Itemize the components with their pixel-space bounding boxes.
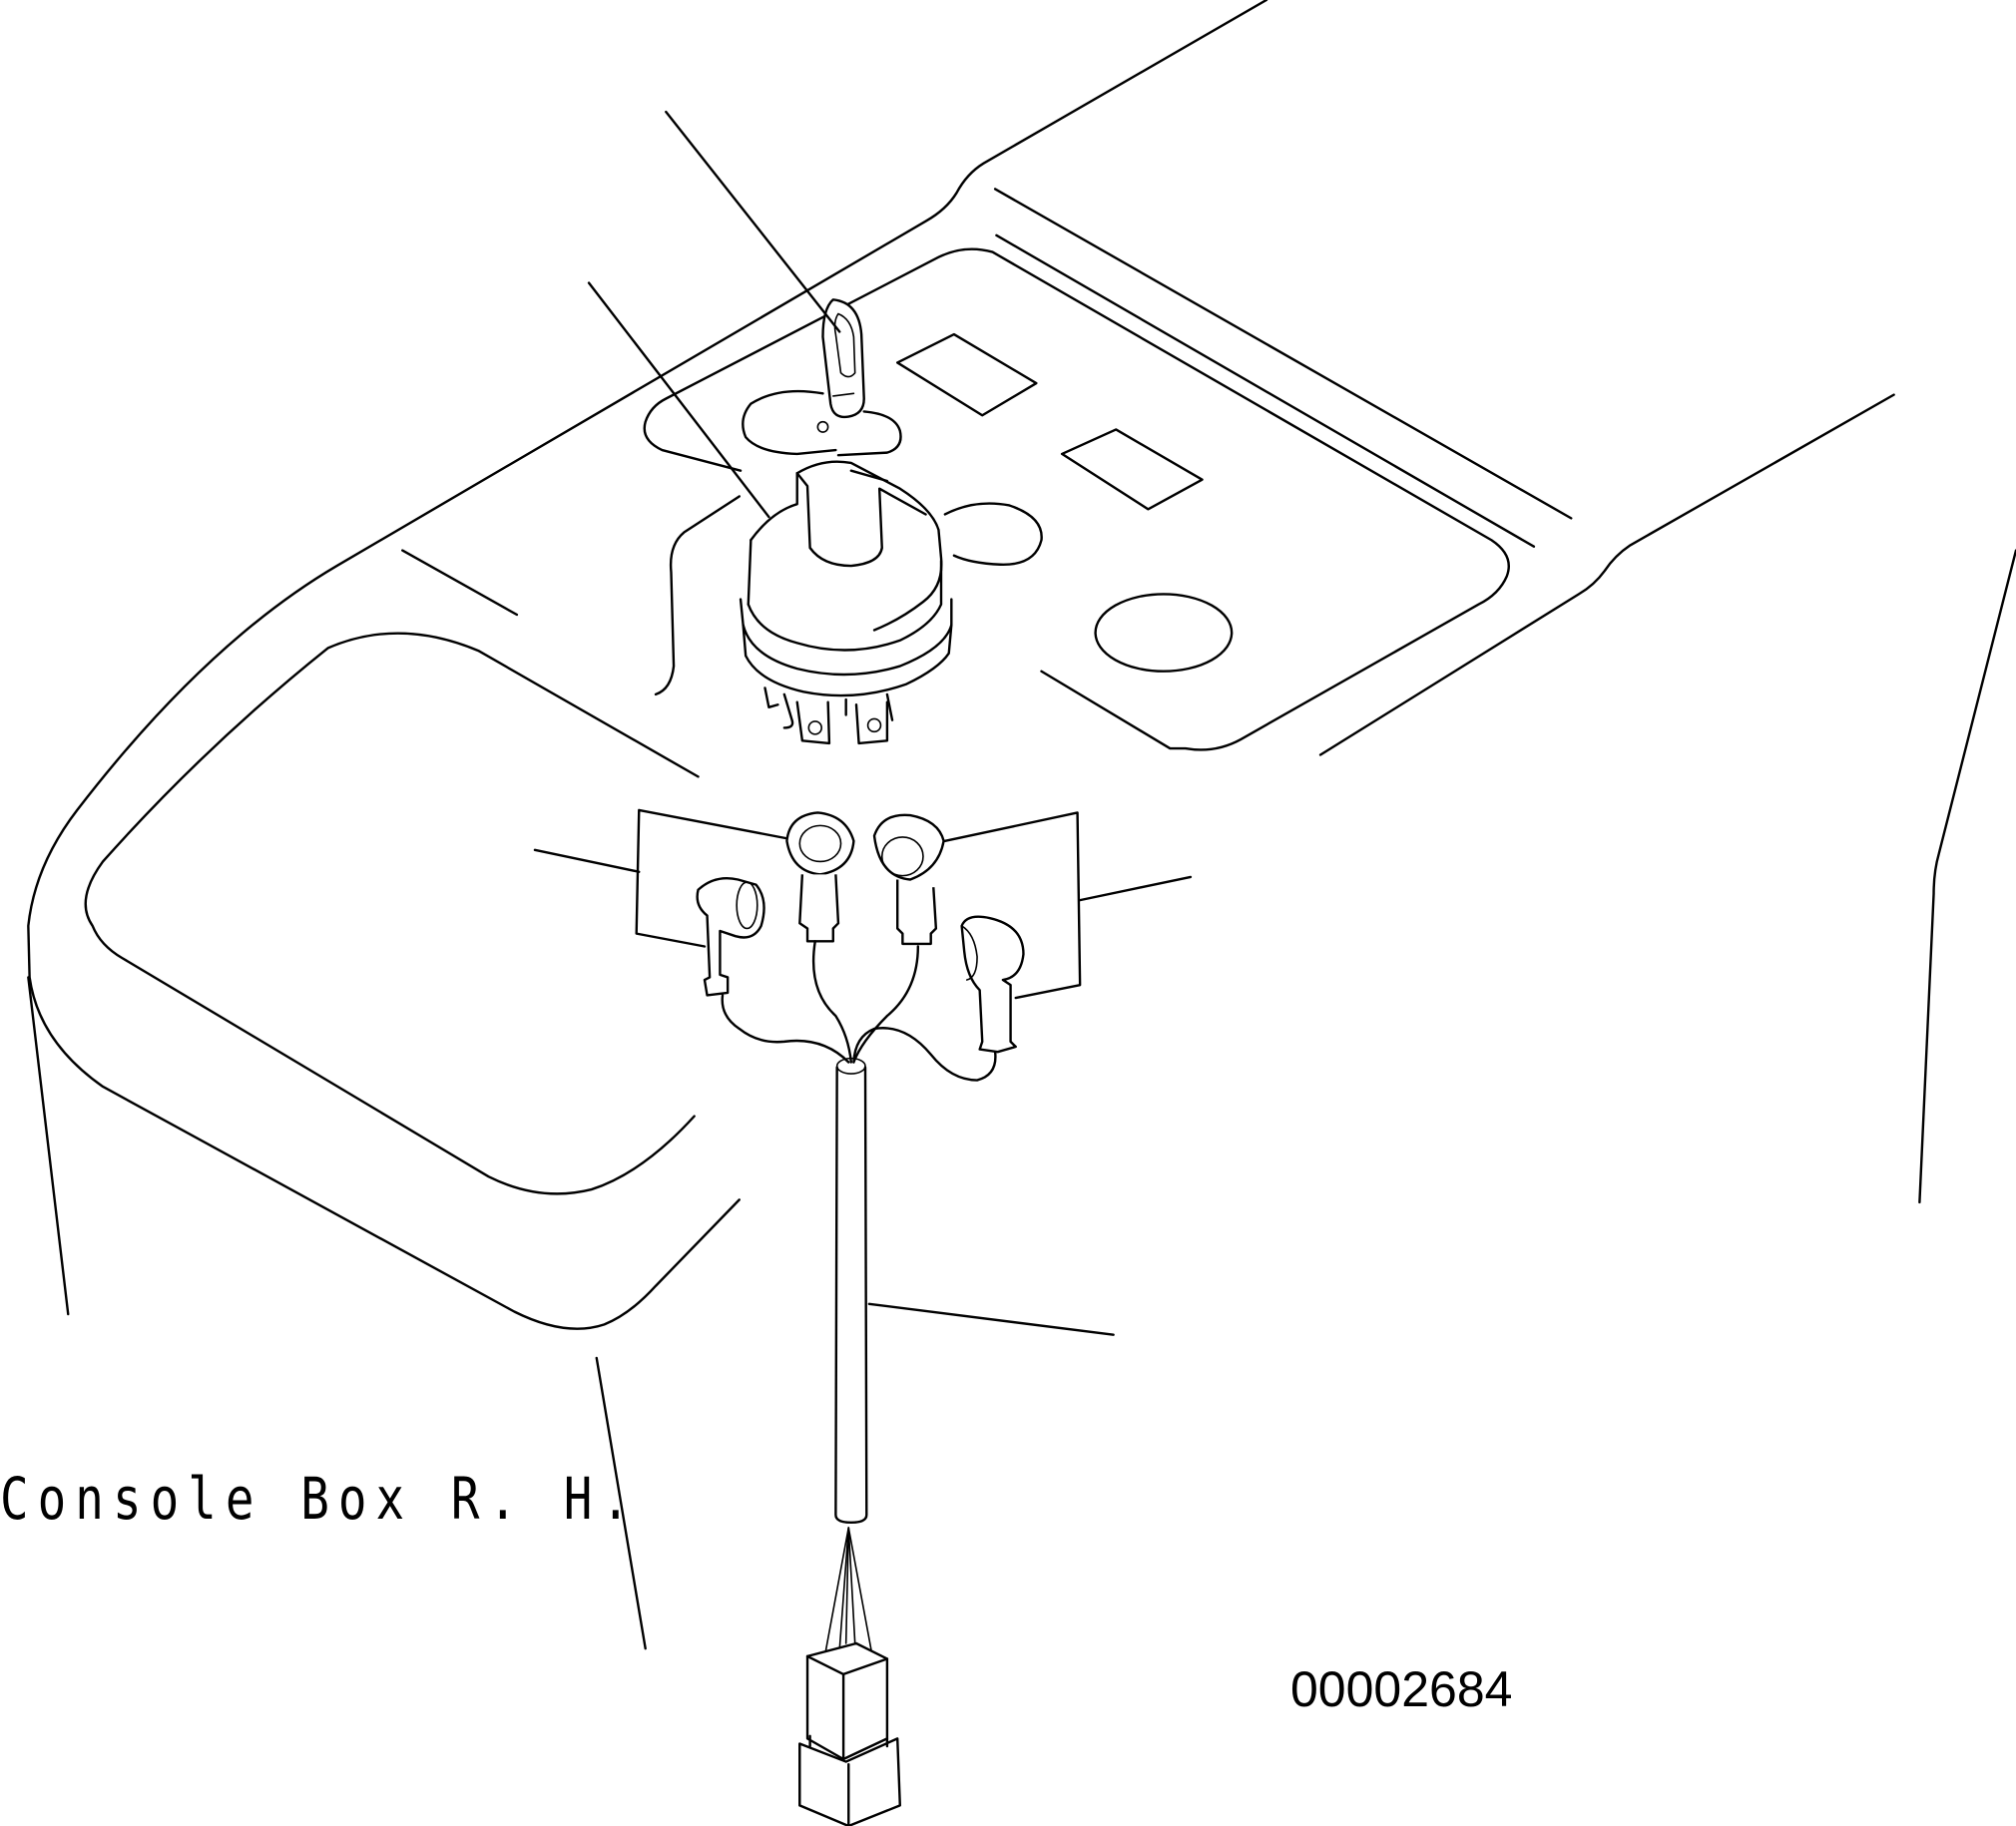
key-cylinder (743, 391, 900, 455)
harness-boots (698, 812, 1024, 1052)
cable-sheath (835, 1059, 1113, 1523)
drawing-number: 00002684 (1290, 1661, 1513, 1717)
switch-panel (645, 189, 1572, 749)
key-icon (822, 299, 863, 417)
armrest-pad (86, 551, 699, 1194)
leader-lines (535, 112, 1191, 900)
wires (723, 941, 996, 1080)
connector-leads (822, 1528, 874, 1666)
starter-switch (741, 462, 951, 743)
caption-console-box: Console Box R. H. (0, 1465, 640, 1533)
console-housing (28, 0, 2016, 1648)
connector-icon (799, 1643, 899, 1826)
